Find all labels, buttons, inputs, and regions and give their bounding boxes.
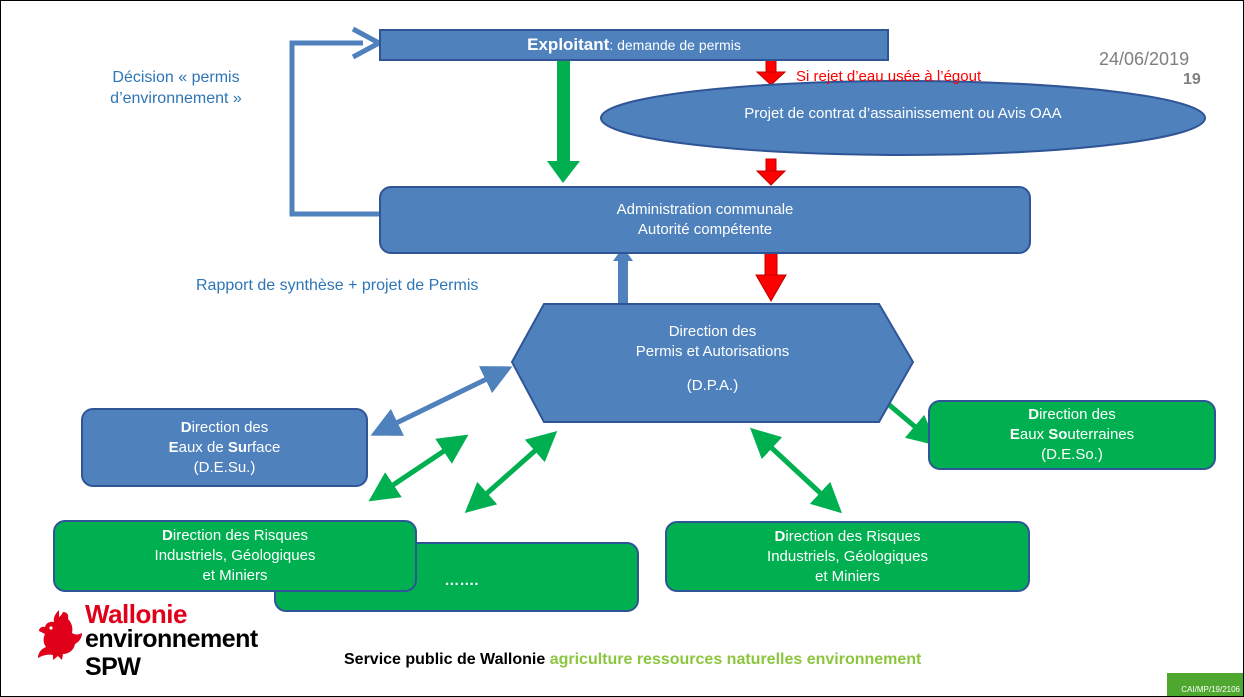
connector-drigm-left — [368, 434, 469, 502]
deso-box: Direction des Eaux Souterraines (D.E.So.… — [928, 400, 1216, 470]
decision-loop-arrow — [289, 40, 379, 217]
brand-wallonie: Wallonie — [85, 599, 187, 629]
connector-desu-dpa — [370, 366, 513, 436]
drigm-left-text-1: irection des Risques — [172, 527, 308, 544]
desu-text-1: irection des — [191, 418, 269, 436]
red-arrow-2-shaft — [765, 158, 777, 172]
red-arrow-3-head — [755, 274, 787, 303]
drigm-right-line-2: Industriels, Géologiques — [767, 547, 928, 565]
administration-line-2: Autorité compétente — [637, 221, 773, 238]
deso-line-1: Direction des — [1028, 405, 1116, 425]
deso-initial-e: E — [1009, 426, 1020, 443]
drigm-right-box: Direction des Risques Industriels, Géolo… — [665, 521, 1030, 592]
exploitant-box: Exploitant : demande de permis — [379, 29, 889, 61]
desu-line-1: Direction des — [181, 418, 269, 438]
footer-service-green: agriculture ressources naturelles enviro… — [545, 651, 922, 668]
deso-text-2a: aux — [1019, 426, 1049, 443]
decision-line-2: d’environnement » — [110, 90, 242, 107]
deso-text-1: irection des — [1039, 406, 1116, 423]
brand-spw: SPW — [85, 653, 141, 681]
desu-line-2: Eaux de Surface — [169, 438, 281, 458]
slide-page-number: 19 — [1183, 71, 1201, 88]
deso-text-2c: uterraines — [1067, 426, 1135, 443]
connector-ellipsis — [464, 431, 558, 513]
drigm-left-initial: D — [162, 527, 173, 544]
rapport-label: Rapport de synthèse + projet de Permis — [196, 277, 479, 294]
dpa-line-1: Direction des — [668, 323, 757, 340]
drigm-left-box: Direction des Risques Industriels, Géolo… — [53, 520, 417, 592]
drigm-right-text-1: irection des Risques — [785, 527, 921, 545]
desu-initial-e: E — [168, 438, 179, 456]
deso-initial-so: So — [1048, 426, 1068, 443]
deso-initial-d: D — [1028, 406, 1040, 423]
administration-box: Administration communale Autorité compét… — [379, 186, 1031, 254]
blue-arrow-up-shaft — [618, 259, 628, 303]
reference-badge: CAI/MP/19/2106 — [1167, 673, 1243, 696]
red-arrow-2-head — [755, 170, 787, 186]
administration-line-1: Administration communale — [616, 201, 794, 218]
ellipsis-text: ……. — [444, 572, 479, 589]
desu-initial-su: Su — [227, 438, 248, 456]
red-arrow-1-head — [755, 71, 787, 86]
dpa-line-3: (D.P.A.) — [686, 377, 739, 394]
contrat-ellipse — [600, 80, 1206, 156]
slide-date: 24/06/2019 — [1099, 49, 1190, 69]
desu-initial-d: D — [180, 418, 192, 436]
dpa-hexagon — [510, 303, 915, 423]
deso-line-2: Eaux Souterraines — [1010, 425, 1134, 445]
deso-line-3: (D.E.So.) — [1041, 446, 1103, 463]
footer-service-bold: Service public de Wallonie — [344, 651, 546, 668]
exploitant-rest: : demande de permis — [609, 37, 741, 53]
red-arrow-3-shaft — [764, 252, 778, 276]
rejet-label: Si rejet d’eau usée à l’égout — [796, 68, 982, 85]
contrat-label: Projet de contrat d’assainissement ou Av… — [744, 105, 1062, 122]
drigm-right-line-1: Direction des Risques — [775, 527, 921, 547]
desu-text-2c: rface — [247, 438, 281, 456]
green-arrow-head — [547, 161, 580, 183]
drigm-left-line-1: Direction des Risques — [162, 526, 308, 546]
desu-line-3: (D.E.Su.) — [193, 458, 256, 476]
drigm-left-line-3: et Miniers — [202, 567, 268, 584]
desu-text-2a: aux de — [178, 438, 228, 456]
red-arrow-1-shaft — [765, 59, 777, 73]
drigm-right-initial: D — [774, 527, 786, 545]
dpa-line-2: Permis et Autorisations — [635, 343, 790, 360]
drigm-left-line-2: Industriels, Géologiques — [154, 547, 316, 564]
decision-line-1: Décision « permis — [112, 69, 240, 86]
dpa-label: Direction des Permis et Autorisations (D… — [512, 322, 913, 396]
exploitant-bold: Exploitant — [527, 35, 610, 54]
desu-box: Direction des Eaux de Surface (D.E.Su.) — [81, 408, 368, 487]
footer-service-line: Service public de Wallonie agriculture r… — [344, 651, 921, 669]
blue-arrow-up-head — [613, 247, 633, 261]
decision-label: Décision « permis d’environnement » — [81, 67, 271, 109]
green-arrow-shaft — [557, 59, 570, 163]
reference-text: CAI/MP/19/2106 — [1181, 685, 1240, 694]
connector-drigm-right — [750, 427, 842, 514]
rooster-logo-icon — [38, 610, 82, 660]
brand-environnement: environnement — [85, 625, 258, 653]
drigm-right-line-3: et Miniers — [814, 567, 881, 585]
